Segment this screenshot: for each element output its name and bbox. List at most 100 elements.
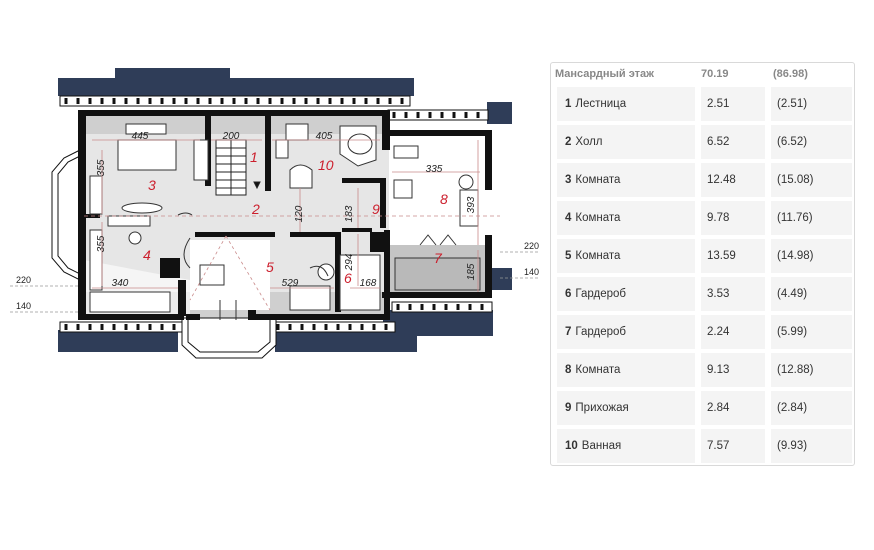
room-area-gross: (2.84) <box>771 391 852 425</box>
dim-355-top: 355 <box>96 159 107 176</box>
room-name: Комната <box>575 364 621 376</box>
room-numbers: 1 2 3 4 5 6 7 8 9 10 <box>143 149 448 286</box>
room-number: 2 <box>565 136 572 148</box>
room-area-net: 3.53 <box>701 277 765 311</box>
room-number-8: 8 <box>440 191 448 207</box>
floor-area-net: 70.19 <box>701 68 729 80</box>
dim-529: 529 <box>282 278 299 289</box>
room-area-net: 9.78 <box>701 201 765 235</box>
dim-200: 200 <box>222 131 240 142</box>
dim-445: 445 <box>132 131 149 142</box>
room-area-gross: (12.88) <box>771 353 852 387</box>
level-140-right: 140 <box>524 267 539 277</box>
roof-bands <box>58 68 512 352</box>
room-number-6: 6 <box>344 270 352 286</box>
room-area-net: 2.51 <box>701 87 765 121</box>
walls <box>78 110 492 320</box>
room-name: Холл <box>575 136 603 148</box>
room-number-4: 4 <box>143 247 151 263</box>
room-name: Комната <box>575 212 621 224</box>
furniture <box>89 123 481 320</box>
room-number: 4 <box>565 212 572 224</box>
room-name: Гардероб <box>575 288 626 300</box>
room-area-gross: (11.76) <box>771 201 852 235</box>
level-220-left: 220 <box>16 275 31 285</box>
room-number-10: 10 <box>318 157 334 173</box>
area-table-header: Мансардный этаж 70.19 (86.98) <box>551 63 854 85</box>
room-area-net: 9.13 <box>701 353 765 387</box>
room-area-gross: (14.98) <box>771 239 852 273</box>
room-area-net: 7.57 <box>701 429 765 463</box>
room-name: Ванная <box>581 440 622 452</box>
room-number: 8 <box>565 364 572 376</box>
room-number: 5 <box>565 250 572 262</box>
dim-168: 168 <box>360 278 377 289</box>
room-number-1: 1 <box>250 149 258 165</box>
room-area-net: 2.24 <box>701 315 765 349</box>
room-area-gross: (4.49) <box>771 277 852 311</box>
dim-405: 405 <box>316 131 333 142</box>
room-name: Гардероб <box>575 326 626 338</box>
room-area-net: 2.84 <box>701 391 765 425</box>
dim-335: 335 <box>426 164 443 175</box>
floor-name: Мансардный этаж <box>555 68 654 80</box>
dim-294: 294 <box>344 253 355 271</box>
room-area-gross: (2.51) <box>771 87 852 121</box>
floor-area-gross: (86.98) <box>773 68 808 80</box>
room-number: 7 <box>565 326 572 338</box>
dimension-labels: 445 200 405 335 340 529 168 355 355 120 … <box>96 131 477 289</box>
eave-hatch <box>64 98 484 330</box>
room-area-gross: (9.93) <box>771 429 852 463</box>
dim-393: 393 <box>466 196 477 213</box>
room-name: Прихожая <box>575 402 629 414</box>
room-name: Комната <box>575 174 621 186</box>
level-marks: 220 140 220 140 <box>10 241 540 313</box>
room-number-3: 3 <box>148 177 156 193</box>
dim-183: 183 <box>344 205 355 222</box>
room-area-gross: (15.08) <box>771 163 852 197</box>
room-name: Комната <box>575 250 621 262</box>
room-number: 3 <box>565 174 572 186</box>
room-area-gross: (6.52) <box>771 125 852 159</box>
room-area-net: 12.48 <box>701 163 765 197</box>
dim-355-bottom: 355 <box>96 235 107 252</box>
staircase <box>215 139 261 196</box>
room-number-2: 2 <box>251 201 260 217</box>
room-area-gross: (5.99) <box>771 315 852 349</box>
dim-340: 340 <box>112 278 129 289</box>
dim-185: 185 <box>466 263 477 280</box>
bay-window-bottom <box>181 317 277 359</box>
room-number: 1 <box>565 98 572 110</box>
room-number-7: 7 <box>434 250 443 266</box>
room-number: 10 <box>565 440 578 452</box>
room-name: Лестница <box>575 98 627 110</box>
level-220-right: 220 <box>524 241 539 251</box>
level-140-left: 140 <box>16 301 31 311</box>
room-area-net: 6.52 <box>701 125 765 159</box>
bay-window-left <box>51 149 81 281</box>
dimension-lines <box>84 139 500 311</box>
room-number-5: 5 <box>266 259 274 275</box>
room-area-net: 13.59 <box>701 239 765 273</box>
room-number: 6 <box>565 288 572 300</box>
